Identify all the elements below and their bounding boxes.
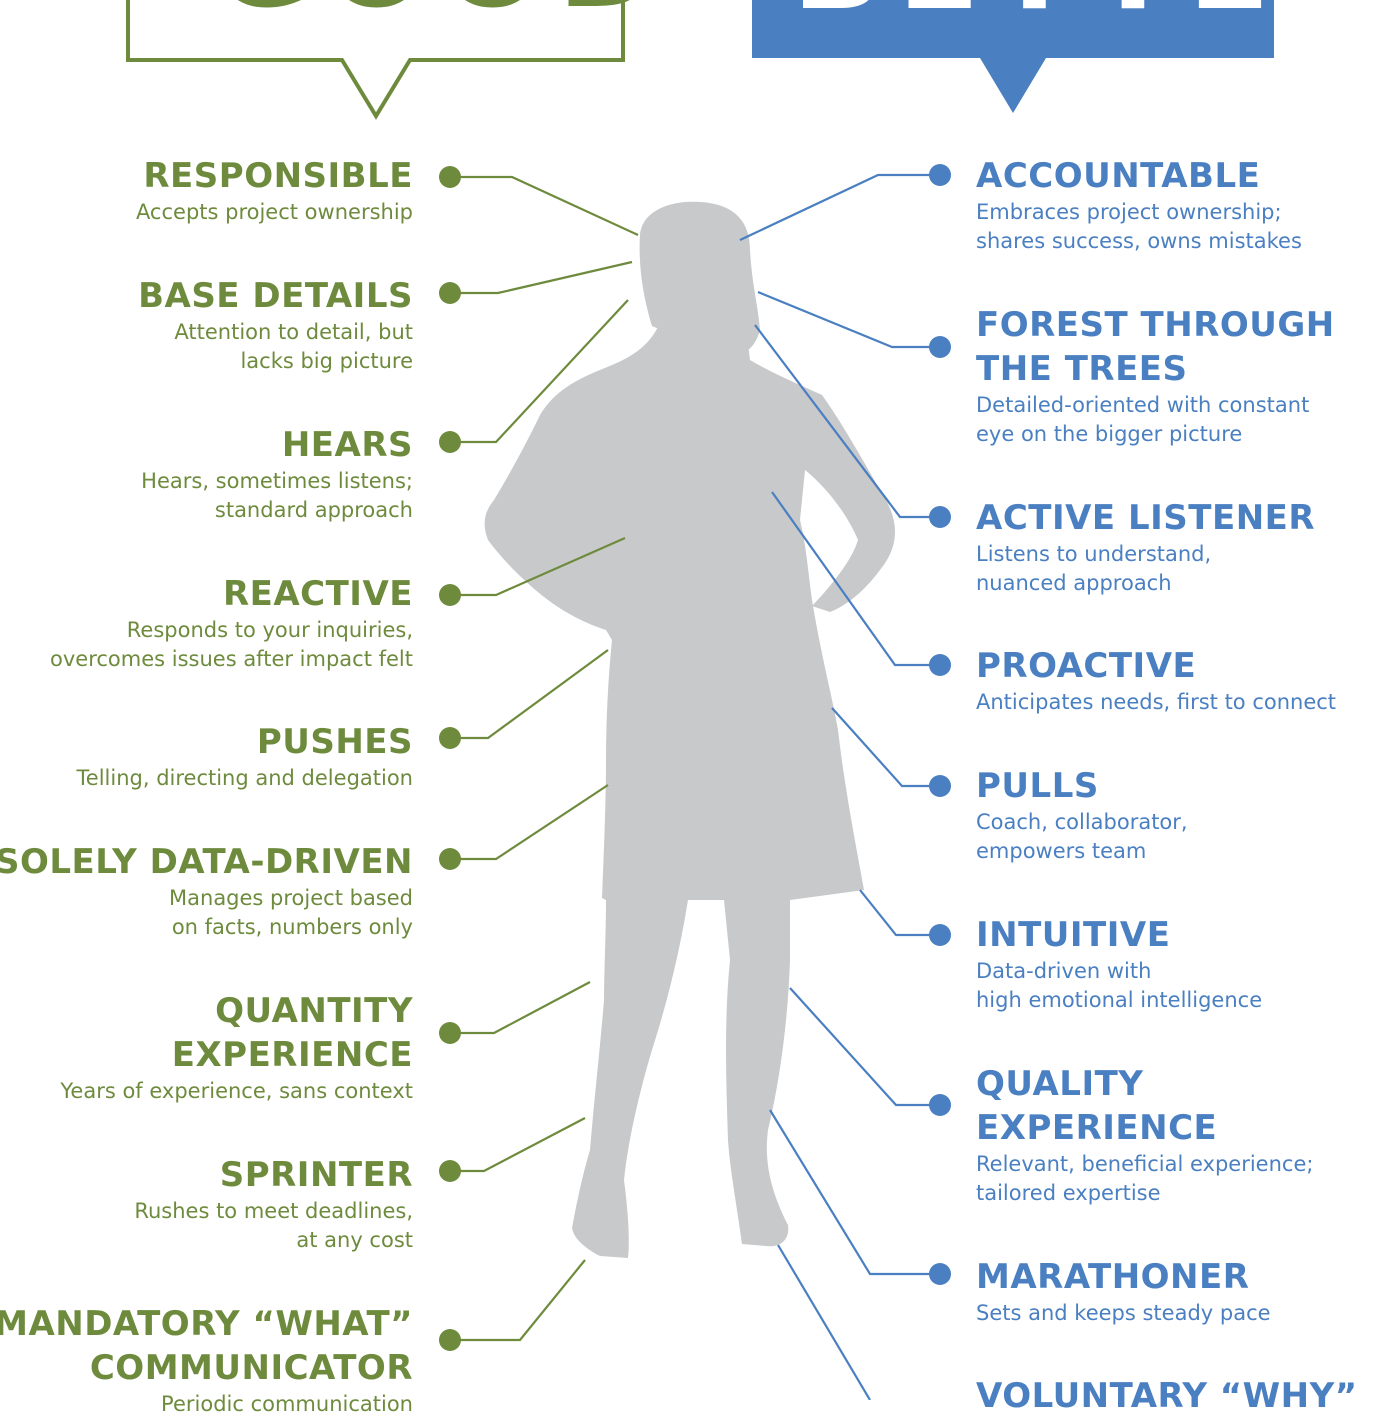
better-term: VOLUNTARY “WHY”	[976, 1376, 1358, 1416]
better-leader-line	[739, 173, 940, 241]
good-leader-line	[450, 175, 639, 236]
good-item-pushes: PUSHES Telling, directing and delegation	[77, 720, 413, 793]
better-leader-dot	[929, 506, 951, 528]
good-speech-bubble	[126, 0, 625, 120]
woman-silhouette	[484, 201, 895, 1258]
good-item-responsible: RESPONSIBLE Accepts project ownership	[136, 154, 413, 227]
good-leader-line	[450, 1117, 586, 1173]
better-item-proactive: PROACTIVE Anticipates needs, first to co…	[976, 644, 1336, 717]
good-item-sprinter: SPRINTER Rushes to meet deadlines, at an…	[134, 1153, 413, 1255]
good-term: RESPONSIBLE	[143, 156, 413, 196]
good-leader-line	[450, 981, 591, 1035]
good-leader-line	[450, 299, 629, 444]
better-desc: Listens to understand, nuanced approach	[976, 542, 1212, 595]
good-leader-dot	[439, 1329, 461, 1351]
good-term: MANDATORY “WHAT” COMMUNICATOR	[0, 1304, 413, 1388]
better-leader-dot	[929, 336, 951, 358]
better-term: ACTIVE LISTENER	[976, 498, 1316, 538]
better-leader-line	[789, 987, 940, 1107]
good-term: QUANTITY EXPERIENCE	[171, 991, 413, 1075]
good-leader-dot	[439, 727, 461, 749]
good-term: PUSHES	[256, 722, 413, 762]
better-term: ACCOUNTABLE	[976, 156, 1261, 196]
good-desc: Periodic communication	[161, 1392, 413, 1416]
better-term: QUALITY EXPERIENCE	[976, 1064, 1218, 1148]
better-item-pulls: PULLS Coach, collaborator, empowers team	[976, 764, 1188, 866]
better-term: INTUITIVE	[976, 915, 1171, 955]
good-term: REACTIVE	[222, 574, 413, 614]
good-desc: Years of experience, sans context	[60, 1079, 413, 1103]
good-banner-title: GOOD	[213, 0, 671, 26]
good-leader-line	[450, 536, 626, 597]
better-term: PULLS	[976, 766, 1099, 806]
better-desc: Sets and keeps steady pace	[976, 1301, 1271, 1325]
better-leader-dot	[929, 1094, 951, 1116]
good-item-reactive: REACTIVE Responds to your inquiries, ove…	[50, 572, 413, 674]
good-desc: Manages project based on facts, numbers …	[169, 886, 413, 939]
good-desc: Rushes to meet deadlines, at any cost	[134, 1199, 413, 1252]
better-item-forest-through-the-trees: FOREST THROUGH THE TREES Detailed-orient…	[976, 303, 1335, 449]
better-leader-dot	[929, 1263, 951, 1285]
good-term: SPRINTER	[219, 1155, 413, 1195]
good-leader-dot	[439, 282, 461, 304]
better-desc: Detailed-oriented with constant eye on t…	[976, 393, 1310, 446]
better-leader-dot	[929, 775, 951, 797]
better-leader-line	[769, 1109, 940, 1276]
good-desc: Attention to detail, but lacks big pictu…	[174, 320, 413, 373]
better-leader-line	[831, 707, 940, 788]
good-item-hears: HEARS Hears, sometimes listens; standard…	[141, 423, 413, 525]
better-item-quality-experience: QUALITY EXPERIENCE Relevant, beneficial …	[976, 1062, 1313, 1208]
good-leader-dot	[439, 1160, 461, 1182]
better-desc: Embraces project ownership; shares succe…	[976, 200, 1302, 253]
better-item-active-listener: ACTIVE LISTENER Listens to understand, n…	[976, 496, 1315, 598]
good-item-base-details: BASE DETAILS Attention to detail, but la…	[138, 274, 413, 376]
better-leader-dot	[929, 924, 951, 946]
good-leader-line	[450, 1259, 586, 1342]
better-desc: Relevant, beneficial experience; tailore…	[976, 1152, 1314, 1205]
good-item-mandatory-what-communicator: MANDATORY “WHAT” COMMUNICATOR Periodic c…	[0, 1302, 413, 1419]
better-leader-line	[757, 290, 940, 349]
good-leader-line	[450, 784, 609, 861]
good-leader-dot	[439, 166, 461, 188]
good-leader-line	[450, 649, 609, 740]
good-desc: Accepts project ownership	[135, 200, 413, 224]
good-item-solely-data-driven: SOLELY DATA-DRIVEN Manages project based…	[0, 840, 413, 942]
good-leader-dot	[439, 848, 461, 870]
good-term: BASE DETAILS	[138, 276, 413, 316]
good-leader-line	[450, 260, 633, 295]
better-item-marathoner: MARATHONER Sets and keeps steady pace	[976, 1255, 1271, 1328]
good-desc: Telling, directing and delegation	[76, 766, 413, 790]
better-speech-bubble	[752, 0, 1274, 113]
better-desc: Coach, collaborator, empowers team	[976, 810, 1188, 863]
better-item-accountable: ACCOUNTABLE Embraces project ownership; …	[976, 154, 1302, 256]
better-item-voluntary-why: VOLUNTARY “WHY”	[976, 1374, 1358, 1418]
good-term: SOLELY DATA-DRIVEN	[0, 842, 413, 882]
good-leader-dot	[439, 584, 461, 606]
better-leader-line	[859, 889, 940, 937]
good-desc: Responds to your inquiries, overcomes is…	[50, 618, 413, 671]
better-term: MARATHONER	[976, 1257, 1250, 1297]
better-term: FOREST THROUGH THE TREES	[976, 305, 1335, 389]
better-leader-line	[771, 491, 940, 667]
better-banner-title: BETTER	[792, 0, 1390, 28]
better-term: PROACTIVE	[976, 646, 1197, 686]
good-leader-dot	[439, 431, 461, 453]
good-term: HEARS	[281, 425, 413, 465]
good-desc: Hears, sometimes listens; standard appro…	[141, 469, 413, 522]
better-item-intuitive: INTUITIVE Data-driven with high emotiona…	[976, 913, 1262, 1015]
better-desc: Anticipates needs, first to connect	[976, 690, 1337, 714]
better-leader-dot	[929, 164, 951, 186]
better-leader-dot	[929, 654, 951, 676]
better-leader-line	[777, 1244, 871, 1400]
good-leader-dot	[439, 1022, 461, 1044]
good-item-quantity-experience: QUANTITY EXPERIENCE Years of experience,…	[60, 989, 413, 1106]
better-desc: Data-driven with high emotional intellig…	[976, 959, 1263, 1012]
better-leader-line	[754, 324, 940, 519]
